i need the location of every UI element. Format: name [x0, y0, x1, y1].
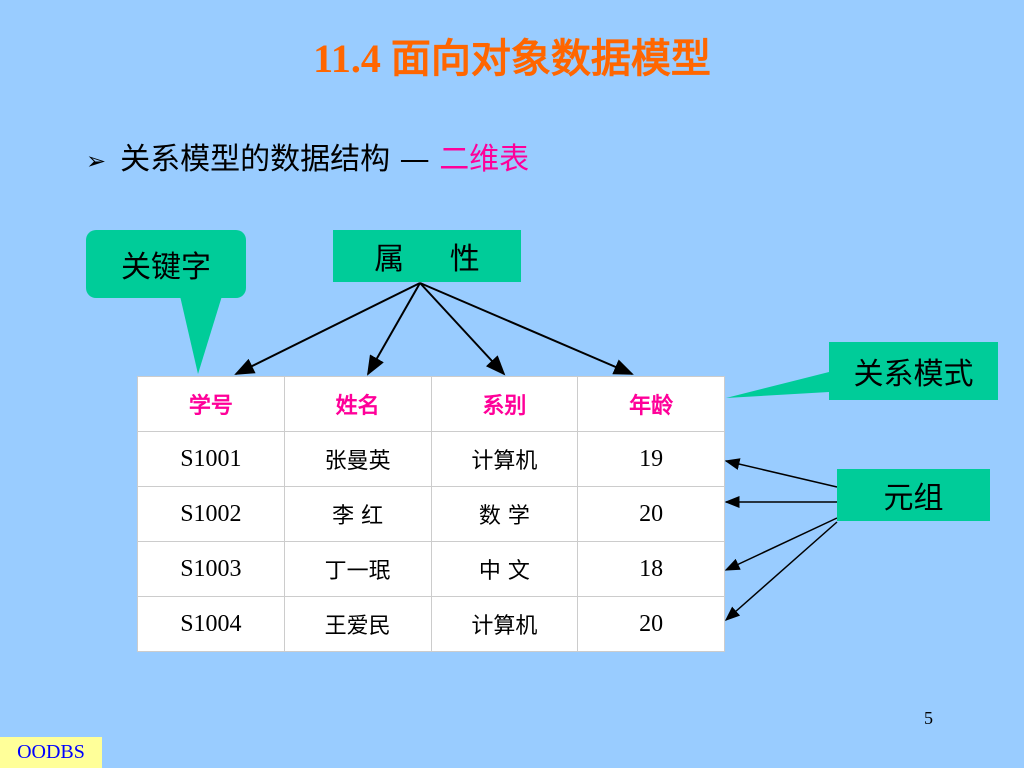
table-cell: 张曼英 — [283, 431, 432, 487]
table-cell: 计算机 — [430, 431, 579, 487]
table-cell: 王爱民 — [283, 596, 432, 652]
table-cell: 20 — [577, 596, 725, 652]
tuple-arrow-1 — [724, 458, 838, 488]
schema-callout-tail — [726, 372, 829, 398]
table-cell: 李 红 — [283, 486, 432, 542]
tuple-label: 元组 — [883, 481, 944, 516]
keyword-callout: 关键字 — [86, 230, 246, 298]
table-row: S1004 王爱民 计算机 20 — [137, 596, 725, 652]
schema-label: 关系模式 — [853, 357, 974, 392]
bullet-highlight: 二维表 — [439, 142, 530, 177]
relation-table: 学号 姓名 系别 年龄 S1001 张曼英 计算机 19 S1002 李 红 数… — [137, 376, 725, 652]
bullet-arrow-icon: ➢ — [86, 147, 107, 175]
attribute-arrows — [234, 282, 634, 376]
tuple-arrow-4 — [724, 521, 838, 621]
attr-arrow-1 — [234, 282, 421, 375]
tuple-arrow-3 — [724, 517, 838, 571]
table-cell: 18 — [577, 541, 725, 597]
tuple-callout: 元组 — [837, 469, 990, 521]
header-cell: 系别 — [430, 376, 579, 432]
bullet-text: 关系模型的数据结构 — — [120, 142, 440, 177]
table-row: S1002 李 红 数 学 20 — [137, 486, 725, 542]
bullet-line: ➢ 关系模型的数据结构 — 二维表 — [86, 134, 529, 178]
keyword-callout-tail — [180, 296, 222, 374]
attribute-label: 属 性 — [374, 242, 498, 277]
table-cell: 20 — [577, 486, 725, 542]
table-row: S1001 张曼英 计算机 19 — [137, 431, 725, 487]
page-number: 5 — [924, 708, 933, 728]
table-cell: 丁一珉 — [283, 541, 432, 597]
header-cell: 姓名 — [283, 376, 432, 432]
table-cell: S1001 — [137, 431, 285, 487]
table-cell: 19 — [577, 431, 725, 487]
table-cell: S1003 — [137, 541, 285, 597]
keyword-label: 关键字 — [121, 250, 211, 285]
table-header-row: 学号 姓名 系别 年龄 — [137, 376, 725, 432]
slide-title: 11.4 面向对象数据模型 — [313, 36, 711, 81]
attr-arrow-4 — [419, 282, 634, 375]
table-cell: 中 文 — [430, 541, 579, 597]
table-cell: S1002 — [137, 486, 285, 542]
footer-tag: OODBS — [0, 737, 102, 768]
header-cell: 年龄 — [577, 376, 725, 432]
table-cell: 数 学 — [430, 486, 579, 542]
schema-callout: 关系模式 — [829, 342, 998, 400]
table-cell: 计算机 — [430, 596, 579, 652]
attr-arrow-2 — [367, 282, 421, 376]
header-cell: 学号 — [137, 376, 285, 432]
tuple-arrows — [724, 458, 838, 621]
attr-arrow-3 — [419, 282, 506, 376]
table-row: S1003 丁一珉 中 文 18 — [137, 541, 725, 597]
attribute-callout: 属 性 — [333, 230, 521, 282]
table-cell: S1004 — [137, 596, 285, 652]
